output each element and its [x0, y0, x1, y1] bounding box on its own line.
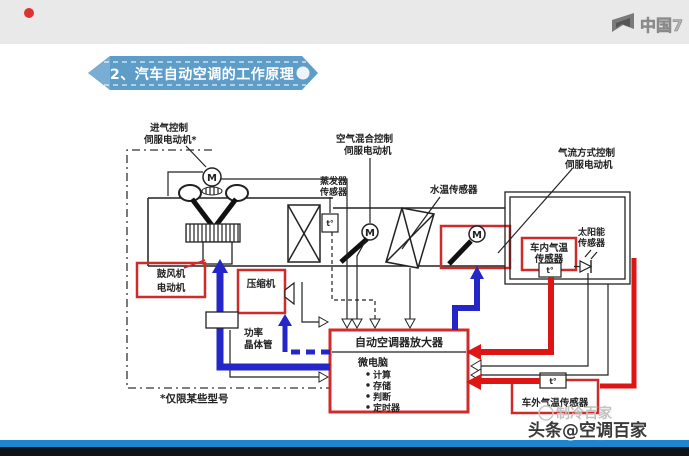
- temp-probe-label: t°: [326, 219, 334, 228]
- airmix-servo-label-2: 伺服电动机: [343, 145, 392, 157]
- power-transistor-icon: [205, 311, 239, 329]
- cabin-temp-label-1: 车内气温: [530, 242, 569, 254]
- mcu-item-3: 判断: [373, 391, 391, 403]
- transistor-label-2: 晶体管: [244, 339, 273, 351]
- logo-text: 中国7: [640, 16, 683, 35]
- cabin-box: 车内气温 传感器 t° 太阳能 传感器: [504, 191, 631, 285]
- compressor-label: 压缩机: [247, 278, 276, 290]
- blower-label-1: 鼓风机: [157, 268, 186, 280]
- intake-damper-icon: [190, 197, 216, 230]
- channel-logo: 中国7: [612, 13, 683, 35]
- intake-servo-label-1: 进气控制: [150, 122, 189, 134]
- mode-servo-label-1: 气流方式控制: [557, 147, 616, 159]
- solar-sensor-label-2: 传感器: [577, 237, 606, 249]
- mode-servo-label-2: 伺服电动机: [564, 159, 613, 171]
- amplifier-box: 自动空调器放大器 微电脑 计算 存储 判断 定时器: [328, 328, 470, 414]
- sun-ray-icon: [590, 251, 598, 260]
- bullet-icon: [366, 405, 370, 409]
- compressor-assembly: 压缩机: [236, 268, 295, 315]
- airmix-servo-motor-icon: [361, 223, 379, 241]
- intake-flap-pivot-icon: [178, 184, 202, 202]
- note-label: *仅限某些型号: [160, 392, 229, 405]
- intake-blower-assembly: M: [167, 167, 249, 269]
- outside-temp-label: 车外气温传感器: [522, 397, 589, 409]
- temp-probe-label: t°: [549, 377, 557, 386]
- airmix-servo-label-1: 空气混合控制: [336, 133, 394, 145]
- solar-sensor-label-1: 太阳能: [577, 226, 605, 238]
- bullet-icon: [366, 383, 370, 387]
- footer-dark-bar: [0, 447, 689, 456]
- mode-damper-icon: [447, 239, 473, 266]
- amplifier-title: 自动空调器放大器: [355, 335, 444, 349]
- blower-wheel-icon: [185, 223, 241, 243]
- sun-ray-icon: [584, 249, 592, 258]
- transistor-label-1: 功率: [244, 327, 264, 339]
- banner-ribbon: [88, 56, 318, 90]
- flag-logo-inner-icon: [616, 18, 630, 28]
- watermark-main: 头条@空调百家: [528, 420, 647, 441]
- intake-servo-motor-icon: [202, 167, 222, 187]
- ghost-badge-icon: [538, 405, 554, 421]
- section-title-banner: 2、汽车自动空调的工作原理: [88, 56, 318, 90]
- photodiode-icon: [574, 260, 593, 273]
- intake-damper-icon: [212, 197, 238, 230]
- footer-blue-bar: [0, 440, 689, 447]
- servo-wire: [167, 171, 203, 196]
- red-sensor-wires: [466, 258, 637, 390]
- blower-motor-icon: [202, 241, 233, 265]
- motor-m-label: M: [365, 228, 375, 239]
- intake-servo-label-2: 伺服电动机*: [143, 134, 197, 146]
- blower-label-2: 电动机: [157, 282, 186, 294]
- mcu-item-1: 计算: [373, 369, 391, 381]
- water-temp-label: 水温传感器: [430, 184, 478, 196]
- airmix-damper-icon: [339, 237, 369, 264]
- banner-dot-icon: [296, 66, 310, 80]
- intake-flap-pivot-icon: [225, 184, 249, 202]
- mode-servo-motor-icon: [468, 225, 486, 243]
- bullet-icon: [366, 372, 370, 376]
- evaporator-temp-probe: t°: [321, 213, 339, 233]
- evap-sensor-label-1: 蒸发器: [320, 175, 348, 187]
- clutch-icon: [284, 281, 295, 306]
- mcu-label: 微电脑: [357, 356, 388, 369]
- evap-sensor-label-2: 传感器: [319, 186, 348, 198]
- evaporator-icon: [287, 204, 321, 263]
- bullet-icon: [366, 394, 370, 398]
- watermark-ghost: 制冷百家: [556, 405, 613, 422]
- temp-probe-label: t°: [546, 266, 554, 275]
- evap-probe-icon: [321, 213, 339, 233]
- motor-m-label: M: [472, 230, 482, 241]
- cabin-temp-label-2: 传感器: [534, 253, 564, 265]
- watermark: 制冷百家 头条@空调百家: [527, 405, 649, 443]
- power-transistor: 功率 晶体管: [205, 311, 273, 351]
- blower-label-box: 鼓风机 电动机: [135, 261, 207, 299]
- blue-power-wires: [212, 259, 484, 371]
- leader-lines: [185, 145, 573, 254]
- component-labels: 进气控制 伺服电动机* 空气混合控制 伺服电动机 蒸发器 传感器 水温传感器 气…: [143, 122, 616, 198]
- page-title: 2、汽车自动空调的工作原理: [110, 66, 294, 83]
- motor-m-label: M: [207, 173, 217, 184]
- airmix-servo-assembly: M: [339, 223, 379, 264]
- mcu-item-4: 定时器: [372, 402, 401, 414]
- record-dot-icon: [24, 8, 34, 18]
- outside-temp-sensor: t° 车外气温传感器: [510, 372, 600, 415]
- mcu-item-2: 存储: [373, 380, 391, 392]
- dashed-option-boundary: *仅限某些型号: [126, 149, 330, 405]
- servo-gear-icon: [201, 186, 223, 196]
- banner-left-accent: [88, 57, 110, 89]
